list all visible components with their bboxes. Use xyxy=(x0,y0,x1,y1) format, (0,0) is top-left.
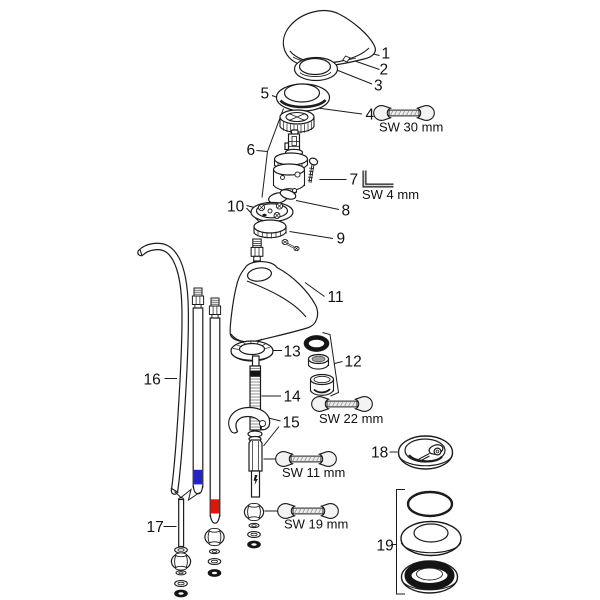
part-threaded-rod xyxy=(249,355,262,431)
label-sw4: SW 4 mm xyxy=(362,187,419,202)
callout-5: 5 xyxy=(261,86,270,103)
callout-15: 15 xyxy=(283,415,300,432)
part-cartridge xyxy=(272,129,309,195)
callout-19: 19 xyxy=(377,538,394,555)
part-curved-hose xyxy=(137,242,189,495)
part-aerator-set xyxy=(303,335,335,396)
part-cartridge-nut xyxy=(279,109,315,134)
part-dome-cap xyxy=(275,83,331,112)
part-fixing-screw xyxy=(307,157,319,184)
leader-lines xyxy=(163,50,405,595)
part-mounting-set xyxy=(228,406,271,498)
part-faucet-body xyxy=(229,238,319,343)
hot-hose-fittings xyxy=(204,527,225,577)
part-hose-hot xyxy=(208,297,222,524)
callout-16: 16 xyxy=(144,372,161,389)
hot-marker-band xyxy=(210,499,220,514)
part-hose-cold xyxy=(191,287,205,495)
label-sw19: SW 19 mm xyxy=(284,517,348,532)
pull-rod-fittings xyxy=(170,546,192,598)
callout-7: 7 xyxy=(350,172,359,189)
cold-marker-band xyxy=(193,469,203,485)
label-sw30: SW 30 mm xyxy=(379,120,443,135)
callout-11: 11 xyxy=(328,289,344,306)
bracket-part-12 xyxy=(322,332,343,397)
part-o-ring xyxy=(268,188,297,204)
callout-17: 17 xyxy=(147,519,164,536)
callout-14: 14 xyxy=(284,389,302,406)
wrench-sw30-icon xyxy=(373,105,435,121)
callout-18: 18 xyxy=(371,445,388,462)
label-sw11: SW 11 mm xyxy=(282,465,345,480)
bracket-part-19 xyxy=(391,489,405,595)
part-base-disc-assembly xyxy=(250,201,300,252)
wrench-sw22-icon xyxy=(311,396,373,412)
callout-13: 13 xyxy=(284,344,301,361)
callout-12: 12 xyxy=(345,354,362,371)
part-drain-plug xyxy=(397,435,454,470)
connection-zigzag xyxy=(174,488,200,502)
callout-8: 8 xyxy=(342,203,351,220)
part-drain-flange-set xyxy=(400,490,462,594)
callout-2: 2 xyxy=(380,62,389,79)
callout-4: 4 xyxy=(366,107,375,124)
part-handle-screw xyxy=(342,55,351,63)
callout-3: 3 xyxy=(374,78,383,95)
callout-10: 10 xyxy=(227,199,245,216)
callout-1: 1 xyxy=(382,46,391,63)
sleeve-fittings xyxy=(243,502,265,549)
part-lever-handle xyxy=(282,10,376,68)
part-pull-rod xyxy=(178,497,185,548)
label-sw22: SW 22 mm xyxy=(319,411,383,426)
callout-6: 6 xyxy=(247,142,256,159)
callout-9: 9 xyxy=(337,231,346,248)
part-escutcheon-ring xyxy=(293,56,339,82)
allen-key-icon xyxy=(362,170,394,188)
